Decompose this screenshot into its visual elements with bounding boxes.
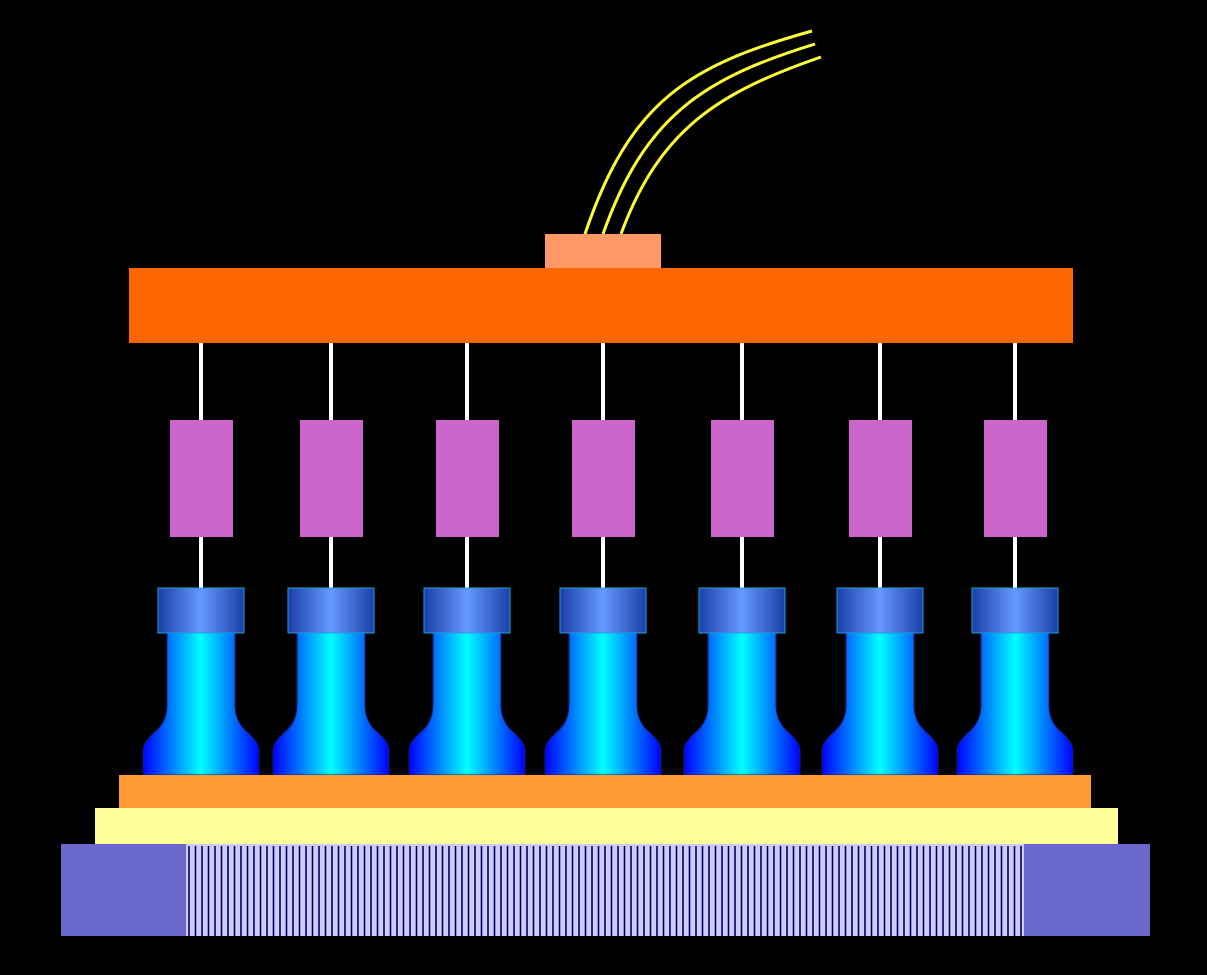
module-block — [711, 420, 774, 537]
module-block — [170, 420, 233, 537]
wire-2 — [601, 42, 816, 235]
module-block — [984, 420, 1047, 537]
wire-3 — [619, 55, 822, 235]
base-plate — [61, 844, 1150, 936]
module-block — [300, 420, 363, 537]
unit-1 — [142, 343, 260, 776]
unit-3 — [408, 343, 526, 776]
cap — [157, 587, 245, 634]
module-block — [572, 420, 635, 537]
unit-5 — [683, 343, 801, 776]
base-side-block-right — [1024, 844, 1150, 936]
cable-wires — [583, 29, 822, 235]
connector-block — [545, 234, 661, 269]
cap — [287, 587, 375, 634]
cap — [559, 587, 647, 634]
units-group — [142, 343, 1074, 776]
cap — [836, 587, 924, 634]
unit-7 — [956, 343, 1074, 776]
module-block — [436, 420, 499, 537]
top-bar — [129, 268, 1073, 343]
cap — [971, 587, 1059, 634]
unit-6 — [821, 343, 939, 776]
orange-layer — [119, 775, 1091, 809]
unit-4 — [544, 343, 662, 776]
wire-1 — [583, 29, 813, 235]
unit-2 — [272, 343, 390, 776]
module-block — [849, 420, 912, 537]
grating-lines — [188, 846, 1022, 936]
cap — [423, 587, 511, 634]
cap — [698, 587, 786, 634]
base-side-block-left — [61, 844, 186, 936]
yellow-layer — [95, 808, 1118, 845]
